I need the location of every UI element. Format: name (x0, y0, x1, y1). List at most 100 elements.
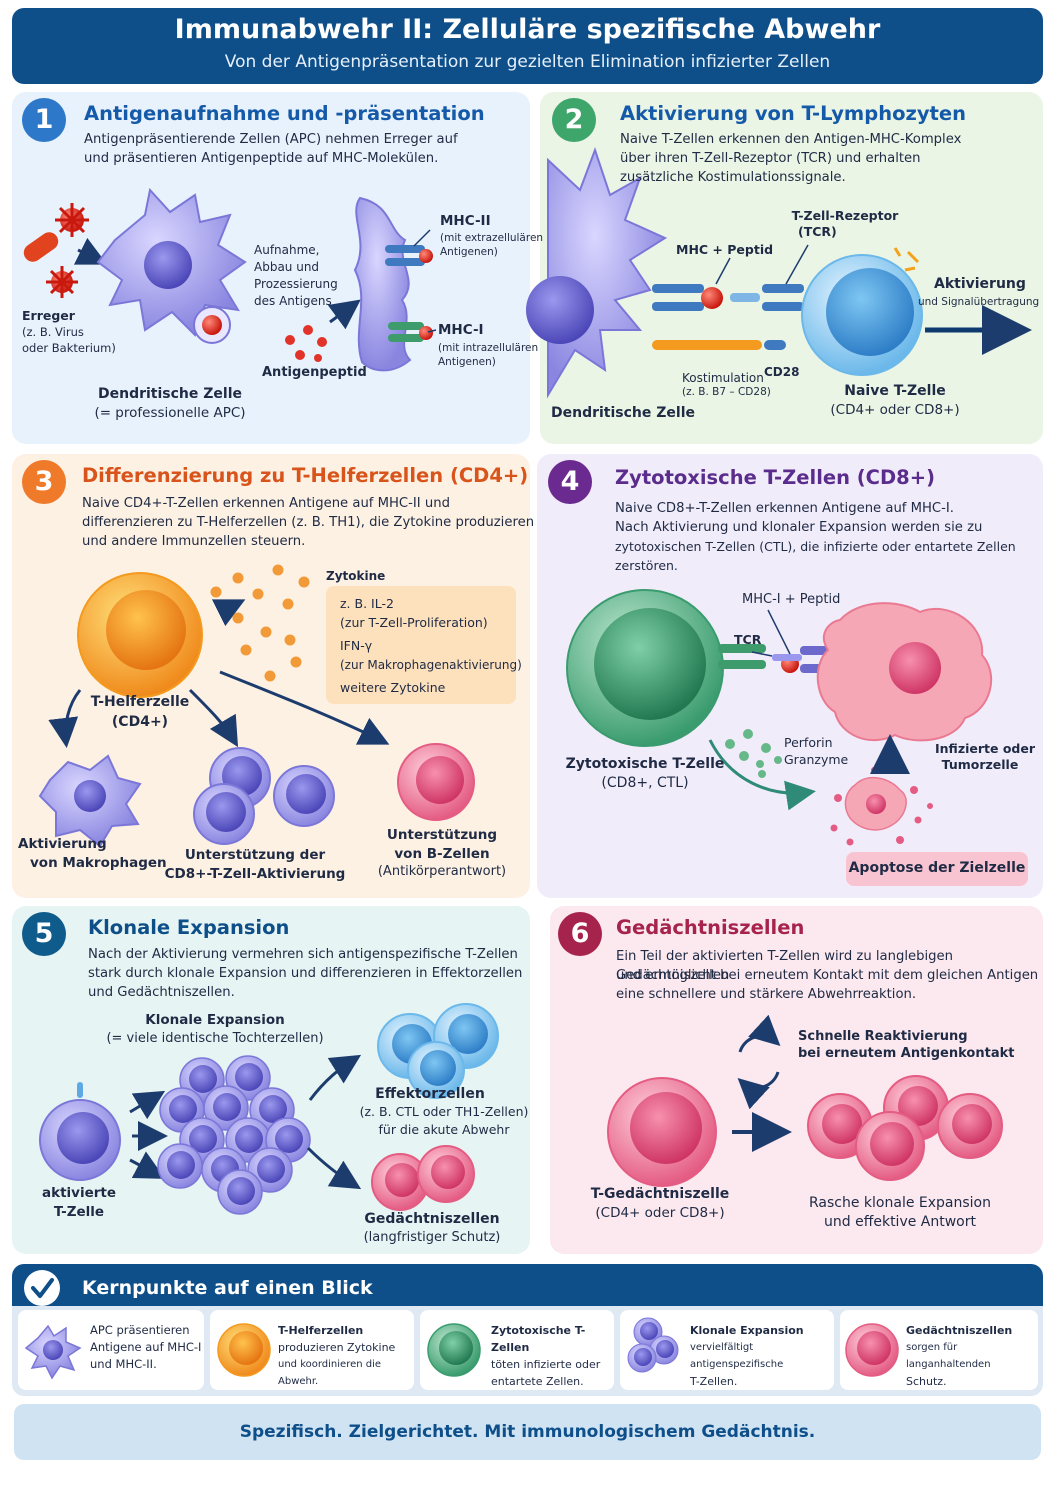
summary-card-helper-line-2: produzieren Zytokine (278, 1341, 396, 1354)
summary-card-ctl-line-3: entartete Zellen. (491, 1375, 584, 1388)
label-memory-t-cell-sub: (CD4+ oder CD8+) (595, 1205, 725, 1221)
panel4-title: Zytotoxische T-Zellen (CD8+) (615, 466, 935, 489)
label-aufnahme-1: Aufnahme, (254, 243, 320, 257)
cd8-cells-icon (193, 747, 335, 845)
summary-card-helper: T-Helferzellen produzieren Zytokine und … (278, 1322, 412, 1390)
label-antigenpeptid: Antigenpeptid (262, 365, 367, 380)
label-makrophagen-2: von Makrophagen (30, 855, 167, 871)
panel1-title: Antigenaufnahme und -präsentation (84, 102, 485, 125)
cluster-cell-nucleus (259, 1095, 287, 1123)
label-naive-t-cell: Naive T-Zelle (844, 383, 946, 399)
label-tcr-2: (TCR) (798, 224, 837, 239)
footer-slogan: Spezifisch. Zielgerichtet. Mit immunolog… (239, 1422, 816, 1442)
label-clonal-expansion: Klonale Expansion (145, 1012, 285, 1028)
perforin-granules-icon (725, 729, 782, 778)
panel2-title: Aktivierung von T-Lymphozyten (620, 102, 966, 125)
panel6-desc-2: und ermöglicht bei erneutem Kontakt mit … (616, 968, 1039, 983)
panel2-desc-2: über ihren T-Zell-Rezeptor (TCR) und erh… (620, 151, 921, 166)
label-weitere-zytokine: weitere Zytokine (340, 680, 446, 695)
label-mhc-peptid: MHC + Peptid (676, 242, 774, 257)
label-t-helper-cell: T-Helferzelle (90, 694, 190, 710)
label-b-cell-2: von B-Zellen (394, 846, 490, 862)
header-bar (12, 8, 1043, 84)
label-rasch-2: und effektive Antwort (824, 1214, 976, 1230)
page-subtitle: Von der Antigenpräsentation zur gezielte… (224, 52, 831, 72)
panel3-desc-2: differenzieren zu T-Helferzellen (z. B. … (82, 515, 535, 530)
reactivation-cycle-icon (737, 1014, 781, 1110)
panel2-desc-3: zusätzliche Kostimulationssignale. (620, 170, 846, 185)
footer-bar (14, 1404, 1041, 1460)
summary-card-clonal-line-1: Klonale Expansion (690, 1324, 804, 1337)
summary-card-memory: Gedächtniszellen sorgen für langanhalten… (906, 1322, 1036, 1390)
panel3-desc-1: Naive CD4+-T-Zellen erkennen Antigene au… (82, 496, 450, 511)
effector-cells-icon (377, 1003, 499, 1099)
label-tcr-1: T-Zell-Rezeptor (791, 208, 899, 223)
summary-card-helper-line-3: und koordinieren die Abwehr. (278, 1359, 382, 1387)
t-helper-cell-icon (77, 572, 203, 698)
label-b-cell-1: Unterstützung (386, 827, 498, 843)
label-activated-t-cell-2: T-Zelle (53, 1204, 105, 1220)
pathogens-icon (23, 203, 89, 298)
summary-card-ctl: Zytotoxische T-Zellen töten infizierte o… (491, 1322, 613, 1390)
b-cell-icon (397, 743, 475, 821)
label-ifn-sub: (zur Makrophagenaktivierung) (340, 658, 522, 672)
label-schnell-1: Schnelle Reaktivierung (798, 1029, 968, 1044)
dendritic-cell-icon (96, 187, 247, 344)
activated-t-cell-icon (39, 1082, 121, 1181)
label-professional-apc: (= professionelle APC) (94, 405, 246, 421)
expanded-memory-cells-icon (807, 1075, 1003, 1181)
label-tcr: TCR (734, 632, 762, 647)
summary-card-apc-line-1: APC präsentieren (90, 1323, 190, 1337)
summary-card-clonal-line-3: T-Zellen. (690, 1375, 738, 1388)
label-mhc1-peptid: MHC-I + Peptid (742, 592, 841, 607)
label-aufnahme-4: des Antigens (254, 294, 332, 308)
panel2-desc-1: Naive T-Zellen erkennen den Antigen-MHC-… (620, 132, 962, 147)
memory-cells-small-icon (371, 1145, 475, 1211)
label-ctl: Zytotoxische T-Zelle (565, 756, 725, 772)
summary-card-apc: APC präsentieren Antigene auf MHC-I und … (90, 1322, 202, 1373)
label-ctl-sub: (CD8+, CTL) (601, 775, 689, 791)
label-cd8-support-2: CD8+-T-Zell-Aktivierung (164, 866, 346, 882)
label-activated-t-cell-1: aktivierte (41, 1185, 117, 1201)
panel-antigen-presentation (12, 92, 530, 444)
dendritic-cell-2-icon (526, 147, 668, 399)
cluster-cell-nucleus (257, 1155, 285, 1183)
label-perforin: Perforin (784, 735, 833, 750)
label-il2-sub: (zur T-Zell-Proliferation) (340, 615, 488, 630)
summary-title: Kernpunkte auf einen Blick (82, 1277, 373, 1299)
summary-card-clonal: Klonale Expansion vervielfältigt antigen… (690, 1322, 832, 1390)
summary-card-apc-line-2: Antigene auf MHC-I (90, 1340, 202, 1354)
label-effector-cells-sub: (z. B. CTL oder TH1-Zellen) (359, 1104, 529, 1119)
label-mhc1-sub-1: (mit intrazellulären (438, 342, 539, 354)
panel1-desc-2: und präsentieren Antigenpeptide auf MHC-… (84, 151, 439, 166)
summary-clonal-icon (627, 1317, 679, 1373)
label-cd8-support-1: Unterstützung der (184, 847, 326, 863)
panel4-desc-2: Nach Aktivierung und klonaler Expansion … (615, 520, 983, 535)
label-il2: z. B. IL-2 (340, 596, 394, 611)
panel4-desc-3: zytotoxischen T-Zellen (CTL), die infizi… (615, 539, 1016, 573)
summary-memory-icon (845, 1323, 899, 1377)
summary-card-memory-line-1: Gedächtniszellen (906, 1324, 1013, 1337)
label-t-helper-cd4: (CD4+) (111, 714, 169, 730)
summary-card-apc-line-3: und MHC-II. (90, 1357, 157, 1371)
label-aktivierung: Aktivierung (934, 276, 1026, 292)
label-cd28: CD28 (764, 365, 800, 379)
page-title: Immunabwehr II: Zelluläre spezifische Ab… (174, 14, 881, 45)
mhc-tcr-complex-icon (652, 284, 804, 350)
label-mhc2-sub-1: (mit extrazellulären (440, 232, 544, 244)
label-memory-cells-5-sub: (langfristiger Schutz) (363, 1230, 501, 1245)
label-granzyme: Granzyme (784, 752, 849, 767)
cluster-cell-nucleus (213, 1093, 241, 1121)
label-dendritic-cell: Dendritische Zelle (97, 386, 242, 402)
summary-card-ctl-line-2: töten infizierte oder (491, 1358, 601, 1371)
step-number-6: 6 (558, 912, 602, 956)
panel6-desc-1: Ein Teil der aktivierten T-Zellen wird z… (616, 949, 954, 983)
cluster-cell-nucleus (189, 1125, 217, 1153)
label-ifn: IFN-γ (340, 638, 373, 653)
panel6-title: Gedächtniszellen (616, 916, 805, 939)
infected-cell-icon (816, 602, 992, 742)
memory-t-cell-icon (607, 1077, 717, 1187)
label-infected-2: Tumorzelle (941, 757, 1019, 772)
label-b-cell-3: (Antikörperantwort) (377, 864, 507, 879)
cluster-cell-nucleus (235, 1063, 263, 1091)
